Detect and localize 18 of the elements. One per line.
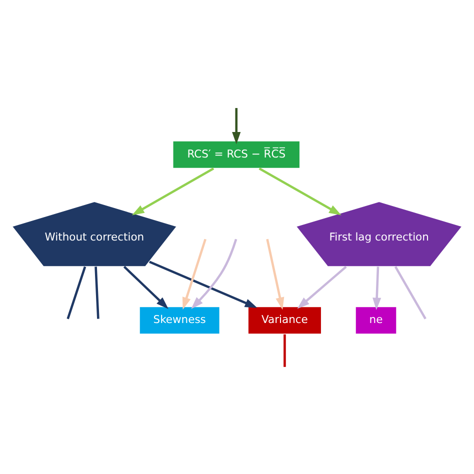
arrow (258, 166, 342, 215)
connector (284, 334, 286, 366)
node-box: Variance (247, 305, 322, 334)
arrow (182, 238, 206, 310)
node-box: Skewness (138, 305, 220, 334)
arrow (297, 265, 347, 308)
arrow (191, 238, 238, 308)
connector (94, 266, 100, 318)
node-box: ne (354, 305, 398, 334)
arrow (123, 265, 168, 308)
arrow (372, 266, 382, 310)
arrow (232, 108, 241, 144)
connector (394, 266, 426, 319)
arrow (266, 238, 284, 310)
arrow (132, 166, 214, 215)
connector (66, 266, 86, 319)
node-box: RCS′ = RCS − R̅C̅S̅ (172, 140, 301, 169)
arrow (149, 260, 258, 308)
